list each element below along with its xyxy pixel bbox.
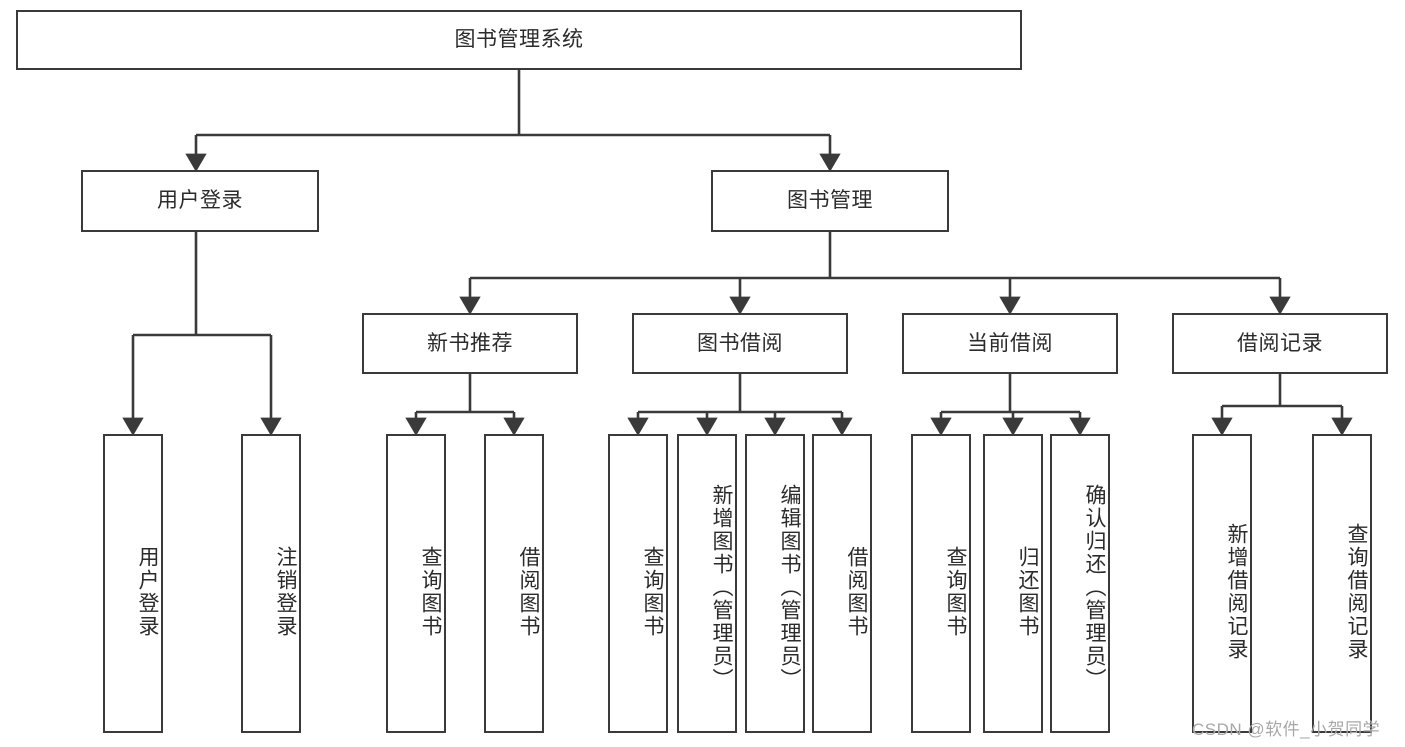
node-root-title[interactable]: 图书管理系统	[16, 10, 1022, 70]
leaf-query-book-current[interactable]: 查询图书	[911, 434, 971, 733]
node-book-management[interactable]: 图书管理	[711, 170, 949, 232]
csdn-watermark: CSDN @软件_小贺同学	[1192, 720, 1381, 739]
leaf-edit-book-admin[interactable]: 编辑图书（管理员）	[745, 434, 805, 733]
node-current-borrow[interactable]: 当前借阅	[902, 313, 1118, 374]
leaf-logout[interactable]: 注销登录	[241, 434, 301, 733]
leaf-query-borrow-record[interactable]: 查询借阅记录	[1312, 434, 1372, 733]
leaf-query-book-borrow[interactable]: 查询图书	[608, 434, 668, 733]
leaf-add-book-admin[interactable]: 新增图书（管理员）	[677, 434, 737, 733]
node-borrow-records[interactable]: 借阅记录	[1172, 313, 1388, 374]
leaf-add-borrow-record[interactable]: 新增借阅记录	[1192, 434, 1252, 733]
leaf-return-book[interactable]: 归还图书	[983, 434, 1043, 733]
node-new-book-recommend[interactable]: 新书推荐	[362, 313, 578, 374]
leaf-borrow-book-newbook[interactable]: 借阅图书	[484, 434, 544, 733]
leaf-user-login[interactable]: 用户登录	[103, 434, 163, 733]
leaf-borrow-book[interactable]: 借阅图书	[812, 434, 872, 733]
node-book-borrow[interactable]: 图书借阅	[632, 313, 848, 374]
leaf-query-book-newbook[interactable]: 查询图书	[386, 434, 446, 733]
leaf-confirm-return-admin[interactable]: 确认归还（管理员）	[1050, 434, 1110, 733]
node-user-login[interactable]: 用户登录	[81, 170, 319, 232]
